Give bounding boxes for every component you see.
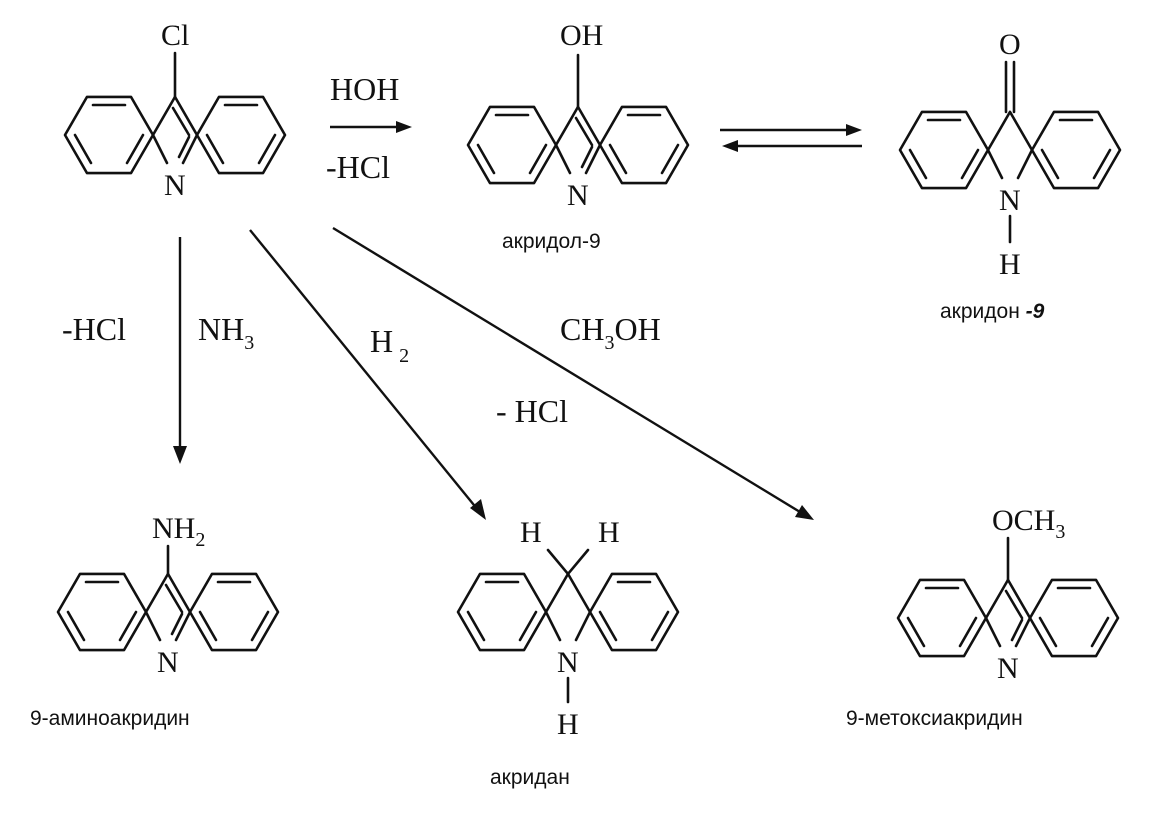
reagent-minus-hcl-hydrolysis: -HCl: [326, 149, 390, 185]
compound-9-aminoacridine: NH2 N: [56, 512, 280, 679]
reagent-ch3oh: CH3OH: [560, 311, 661, 354]
carbonyl-oxygen: O: [999, 28, 1021, 61]
hydroxyl-group: OH: [560, 19, 603, 52]
compound-9-chloroacridine: Cl N: [63, 19, 287, 202]
ring-nitrogen: N: [557, 646, 579, 679]
arrow-equilibrium: [720, 124, 862, 152]
nitrogen-hydrogen: H: [999, 248, 1021, 281]
ring-nitrogen: N: [157, 646, 179, 679]
ring-nitrogen: N: [997, 652, 1019, 685]
label-9-aminoacridine: 9-аминоакридин: [30, 707, 190, 730]
methoxy-group: OCH3: [992, 504, 1065, 543]
arrow-hydrogenation: [249, 229, 486, 520]
methylene-hydrogen-right: H: [598, 516, 620, 549]
compound-9-methoxyacridine: OCH3 N: [896, 504, 1120, 685]
arrow-hydrolysis: [330, 121, 412, 133]
compound-acridone-9: O N H: [898, 28, 1122, 281]
compound-acridol-9: OH N: [466, 19, 690, 212]
label-9-methoxyacridine: 9-метоксиакридин: [846, 707, 1023, 730]
arrow-amination: [173, 237, 187, 464]
reagent-minus-hcl-methanolysis: - HCl: [496, 393, 568, 429]
chlorine-atom: Cl: [161, 19, 189, 52]
reagent-minus-hcl-amination: -HCl: [62, 311, 126, 347]
methylene-hydrogen-left: H: [520, 516, 542, 549]
reagent-hoh: HOH: [330, 71, 399, 107]
ring-nitrogen: N: [567, 179, 589, 212]
label-acridol-9: акридол-9: [502, 230, 601, 253]
ring-nitrogen: N: [164, 169, 186, 202]
label-acridan: акридан: [490, 766, 570, 789]
reagent-nh3: NH3: [198, 311, 254, 354]
compound-acridan: H H N H: [456, 516, 680, 741]
nitrogen-hydrogen: H: [557, 708, 579, 741]
ring-nitrogen: N: [999, 184, 1021, 217]
arrow-methanolysis: [332, 226, 814, 520]
amino-group: NH2: [152, 512, 205, 551]
label-acridone-9: акридон -9: [940, 300, 1045, 323]
